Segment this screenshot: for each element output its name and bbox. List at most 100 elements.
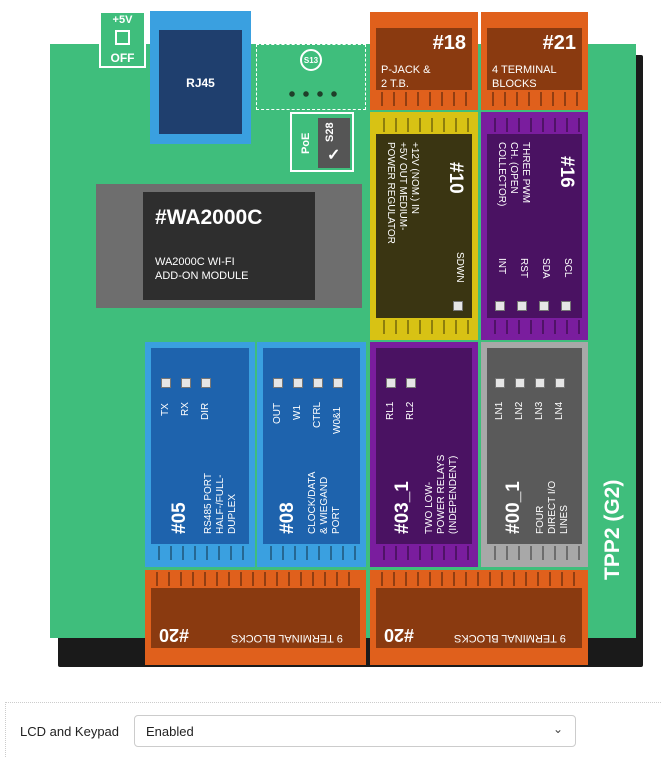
lcd-keypad-select[interactable]: Enabled ⌄: [134, 715, 576, 747]
slot-05-line1: RS485 PORT: [203, 473, 214, 534]
power-top-label: +5V: [112, 14, 133, 26]
slot-08-pin-ctrl: [313, 378, 323, 388]
poe-switch[interactable]: PoE S28 ✓: [290, 112, 354, 172]
slot-00-pin-ln3: [535, 378, 545, 388]
slot-16-pin-label-sda: SDA: [540, 258, 551, 279]
power-bottom-label: OFF: [110, 51, 135, 65]
power-switch[interactable]: +5V OFF: [99, 11, 146, 68]
slot-00-1: LN1 LN2 LN3 LN4 FOUR DIRECT I/O LINES #0…: [481, 342, 588, 567]
rj45-jack: RJ45: [150, 11, 251, 144]
rj45-body: RJ45: [159, 30, 242, 134]
slot-03-pin-rl2: [406, 378, 416, 388]
slot-18-line1: P-JACK &: [381, 64, 431, 76]
chevron-down-icon: ⌄: [552, 722, 563, 736]
slot-08-body: OUT W1 CTRL W0&1 CLOCK/DATA & WIEGAND PO…: [263, 348, 360, 544]
slot-00-pin-label-ln1: LN1: [494, 401, 505, 420]
slot-03-line2: POWER RELAYS: [436, 454, 447, 534]
s28-label: S28: [324, 122, 336, 142]
slot-20-right: #20 9 TERMINAL BLOCKS: [370, 570, 588, 665]
slot-10-body: #10 +12V (NOM.) IN +5V OUT MEDIUM- POWER…: [376, 134, 472, 318]
slot-16-bottom-terminals: [489, 320, 580, 334]
slot-16-pin-label-int: INT: [496, 258, 507, 275]
slot-03-1: RL1 RL2 TWO LOW- POWER RELAYS (INDEPENDE…: [370, 342, 478, 567]
slot-20-right-desc: 9 TERMINAL BLOCKS: [454, 632, 566, 644]
slot-05-pin-rx: [181, 378, 191, 388]
slot-16-pin-rst: [517, 301, 527, 311]
slot-05-pin-label-dir: DIR: [200, 402, 211, 420]
slot-00-line1: FOUR: [535, 505, 546, 534]
slot-03-pin-label-rl1: RL1: [385, 401, 396, 420]
slot-20-left-number: #20: [159, 625, 190, 645]
s13-pins: [285, 91, 345, 97]
slot-05-pin-dir: [201, 378, 211, 388]
slot-05-line2: HALF-/FULL-: [215, 474, 226, 534]
slot-16: #16 THREE PWM CH. (OPEN COLLECTOR) INT R…: [481, 112, 588, 340]
wifi-module: #WA2000C WA2000C WI-FI ADD-ON MODULE: [96, 184, 362, 308]
slot-08-pin-label-out: OUT: [272, 402, 283, 424]
s13-header: S13: [256, 44, 366, 110]
slot-05-pin-label-tx: TX: [160, 403, 171, 416]
slot-08-line3: PORT: [331, 506, 342, 534]
slot-08-pin-label-w1: W1: [292, 405, 303, 420]
slot-08-pin-label-w01: W0&1: [332, 406, 343, 434]
slot-20-right-terminals: [376, 572, 582, 586]
slot-16-top-terminals: [489, 118, 580, 132]
poe-label: PoE: [300, 132, 312, 154]
slot-10: #10 +12V (NOM.) IN +5V OUT MEDIUM- POWER…: [370, 112, 478, 340]
slot-03-line3: (INDEPENDENT): [448, 455, 459, 534]
slot-00-pin-label-ln2: LN2: [514, 401, 525, 420]
slot-18-line2: 2 T.B.: [381, 78, 409, 90]
slot-00-pin-ln1: [495, 378, 505, 388]
slot-16-line2: CH. (OPEN: [508, 142, 519, 194]
slot-16-pin-scl: [561, 301, 571, 311]
wifi-desc-line2: ADD-ON MODULE: [155, 270, 249, 282]
slot-10-bottom-terminals: [378, 320, 470, 334]
slot-18-body: #18 P-JACK & 2 T.B.: [376, 28, 472, 90]
slot-05: TX RX DIR RS485 PORT HALF-/FULL- DUPLEX …: [145, 342, 255, 567]
slot-08-line2: & WIEGAND: [319, 476, 330, 534]
slot-10-number: #10: [445, 162, 466, 194]
board-name: TPP2 (G2): [601, 479, 624, 580]
slot-18: #18 P-JACK & 2 T.B.: [370, 12, 478, 110]
settings-row: LCD and Keypad Enabled ⌄: [5, 702, 661, 757]
slot-03-number: #03_1: [392, 481, 413, 534]
slot-03-line1: TWO LOW-: [424, 481, 435, 534]
slot-18-number: #18: [432, 32, 466, 54]
s28-switch: S28 ✓: [318, 118, 350, 168]
slot-16-body: #16 THREE PWM CH. (OPEN COLLECTOR) INT R…: [487, 134, 582, 318]
slot-03-pin-rl1: [386, 378, 396, 388]
slot-20-left-desc: 9 TERMINAL BLOCKS: [231, 632, 343, 644]
slot-20-right-body: #20 9 TERMINAL BLOCKS: [376, 588, 582, 648]
slot-21-terminals: [487, 92, 582, 106]
slot-00-body: LN1 LN2 LN3 LN4 FOUR DIRECT I/O LINES #0…: [487, 348, 582, 544]
slot-05-pin-tx: [161, 378, 171, 388]
lcd-keypad-value: Enabled: [146, 724, 194, 739]
slot-21: #21 4 TERMINAL BLOCKS: [481, 12, 588, 110]
slot-08-number: #08: [277, 502, 298, 534]
lcd-keypad-label: LCD and Keypad: [20, 724, 120, 739]
slot-10-line2: +5V OUT MEDIUM-: [397, 142, 408, 231]
wifi-body: #WA2000C WA2000C WI-FI ADD-ON MODULE: [143, 192, 315, 300]
slot-08: OUT W1 CTRL W0&1 CLOCK/DATA & WIEGAND PO…: [257, 342, 366, 567]
slot-21-line2: BLOCKS: [492, 78, 537, 90]
slot-08-pin-label-ctrl: CTRL: [312, 401, 323, 428]
slot-00-pin-ln2: [515, 378, 525, 388]
slot-18-terminals: [376, 92, 472, 106]
slot-16-line1: THREE PWM: [520, 142, 531, 204]
slot-10-line1: +12V (NOM.) IN: [409, 142, 420, 214]
slot-10-pin: [453, 301, 463, 311]
slot-21-body: #21 4 TERMINAL BLOCKS: [487, 28, 582, 90]
slot-00-number: #00_1: [503, 481, 524, 534]
slot-03-pin-label-rl2: RL2: [405, 401, 416, 420]
slot-08-pin-out: [273, 378, 283, 388]
slot-08-bottom-terminals: [265, 546, 358, 560]
slot-00-line2: DIRECT I/O: [547, 480, 558, 534]
slot-20-left: #20 9 TERMINAL BLOCKS: [145, 570, 366, 665]
slot-10-line3: POWER REGULATOR: [385, 142, 396, 244]
slot-20-left-terminals: [151, 572, 360, 586]
slot-16-pin-sda: [539, 301, 549, 311]
slot-10-pin-label: SDWN: [454, 252, 465, 283]
check-icon: ✓: [327, 147, 341, 164]
slot-10-top-terminals: [378, 118, 470, 132]
slot-16-pin-label-rst: RST: [518, 258, 529, 278]
